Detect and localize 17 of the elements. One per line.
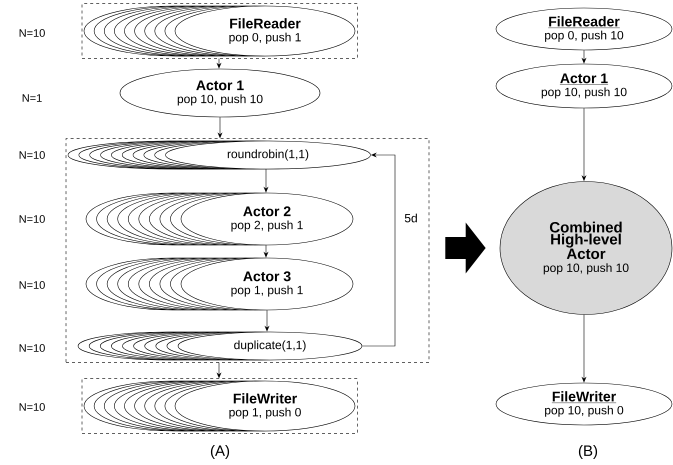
- panel-label: (A): [210, 445, 230, 459]
- count-label: N=10: [20, 215, 45, 223]
- ellipse-stack: FileReader pop 0, push 1: [84, 6, 356, 56]
- panel-label: (B): [578, 445, 598, 459]
- ellipse-stack: Actor 3 pop 1, push 1: [86, 258, 354, 310]
- count-label: N=10: [20, 29, 45, 37]
- ellipse-stack: Actor 2 pop 2, push 1: [86, 192, 354, 246]
- edge-label: 5d: [403, 212, 419, 224]
- count-label: N=10: [20, 281, 45, 289]
- count-label: N=10: [20, 344, 45, 352]
- ellipse-stack: roundrobin(1,1): [68, 140, 371, 170]
- dashed-group-box: [66, 138, 430, 363]
- count-label: N=1: [22, 94, 42, 102]
- ellipse-stack: duplicate(1,1): [78, 332, 362, 360]
- ellipse-stack: FileWriter pop 1, push 0: [84, 380, 356, 432]
- count-label: N=10: [20, 403, 45, 411]
- count-label: N=10: [20, 151, 45, 159]
